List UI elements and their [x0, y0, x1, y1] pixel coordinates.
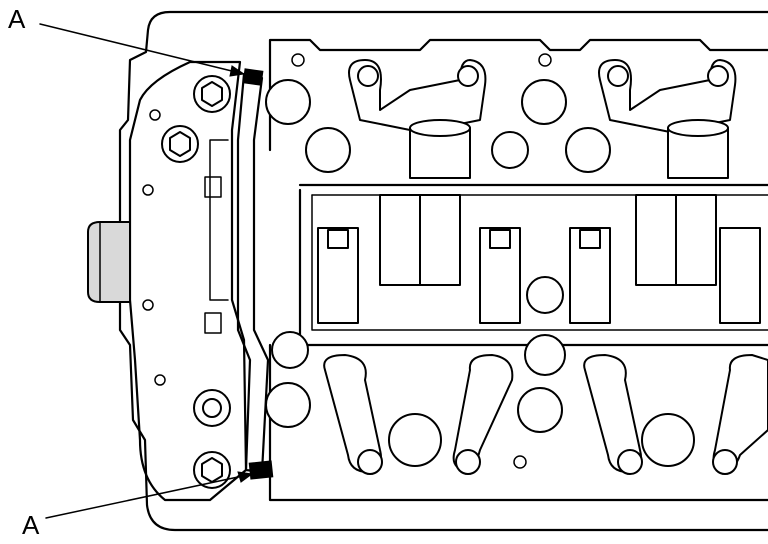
leader-arrow-top	[229, 65, 246, 77]
camshaft-bay	[298, 183, 768, 347]
sealant-point-top	[242, 68, 264, 86]
end-plate-bolts	[142, 75, 231, 489]
leader-line-top	[39, 23, 245, 75]
rocker-arms-bottom	[323, 354, 768, 475]
end-cover-inner-edge	[209, 139, 229, 301]
camshaft-end	[87, 221, 131, 303]
rocker-arms-top	[348, 59, 737, 179]
end-cover-plate	[128, 60, 248, 502]
callout-label-top: A	[8, 4, 26, 34]
gasket-strip	[236, 72, 270, 474]
sealant-point-bottom	[248, 460, 274, 480]
callout-label-bottom: A	[22, 510, 40, 540]
leader-arrow-bottom	[237, 471, 254, 483]
leader-line-bottom	[45, 473, 253, 519]
top-cam-caps	[265, 38, 768, 173]
bottom-cam-caps	[265, 331, 768, 502]
